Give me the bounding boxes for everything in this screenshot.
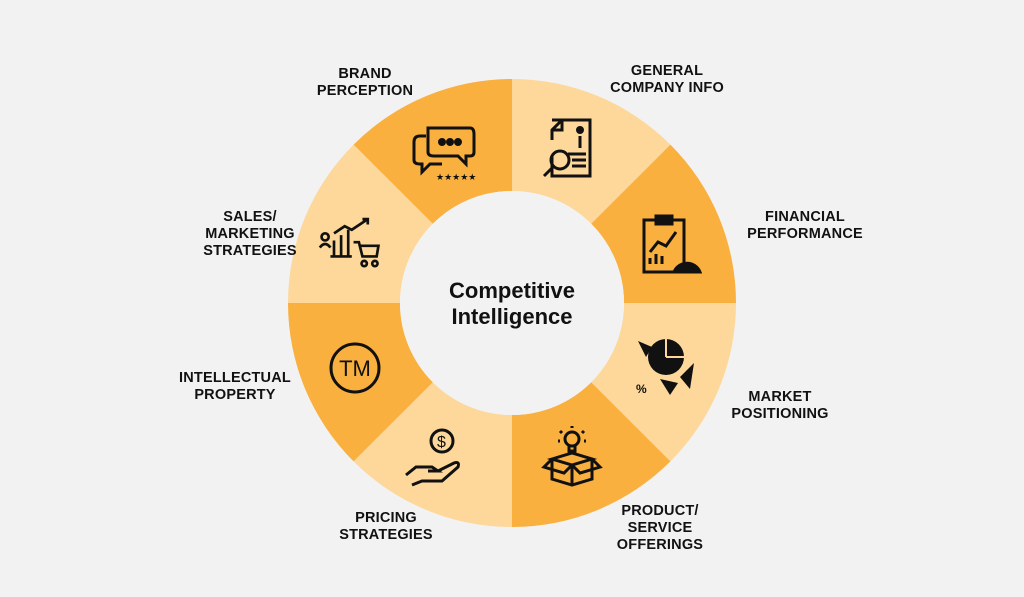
- title-line-2: Intelligence: [451, 304, 573, 329]
- document-info-icon: [542, 118, 592, 178]
- segment-product-service-offerings: [512, 382, 671, 527]
- svg-text:%: %: [636, 382, 647, 396]
- trademark-icon: TM: [329, 342, 381, 394]
- segment-pricing-strategies: [353, 382, 512, 527]
- chat-rating-icon: ★★★★★: [412, 126, 476, 183]
- svg-text:$: $: [437, 434, 446, 451]
- pie-hands-icon: %: [636, 339, 694, 396]
- segment-brand-perception: [353, 79, 512, 224]
- segment-intellectual-property: [288, 303, 433, 462]
- hand-coin-icon: $: [405, 428, 460, 487]
- svg-text:TM: TM: [339, 356, 371, 381]
- svg-text:★★★★★: ★★★★★: [436, 173, 476, 183]
- sales-chart-cart-icon: [318, 217, 381, 268]
- title-line-1: Competitive: [449, 278, 575, 303]
- center-circle: [400, 191, 624, 415]
- box-lightbulb-icon: [541, 426, 603, 487]
- center-title: Competitive Intelligence: [412, 278, 612, 330]
- financial-report-icon: [642, 214, 702, 274]
